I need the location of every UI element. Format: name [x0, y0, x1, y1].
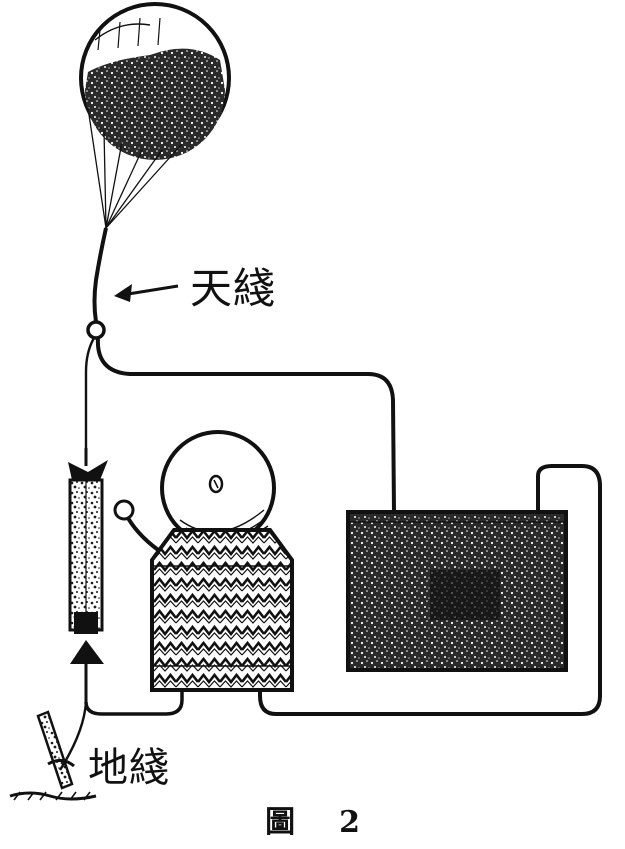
balloon-rigging — [87, 107, 183, 229]
arrow-left-icon — [114, 284, 179, 302]
caption-number: 2 — [339, 805, 360, 840]
ring-icon — [86, 320, 106, 340]
antenna-label: 天綫 — [190, 264, 277, 313]
antenna-wire — [92, 227, 108, 323]
battery-icon — [346, 510, 568, 672]
ground-label: 地綫 — [88, 745, 170, 791]
ground-stake-icon — [9, 701, 97, 801]
balloon-icon — [79, 2, 231, 160]
caption-char: 圖 — [265, 805, 296, 840]
bell-base — [150, 528, 294, 692]
battery-wire — [95, 337, 396, 513]
coherer-tube-icon — [68, 448, 108, 702]
battery-return-wire — [258, 464, 602, 716]
bell-striker — [113, 499, 166, 556]
lead-wire — [84, 337, 96, 452]
ground-wire — [84, 690, 184, 716]
